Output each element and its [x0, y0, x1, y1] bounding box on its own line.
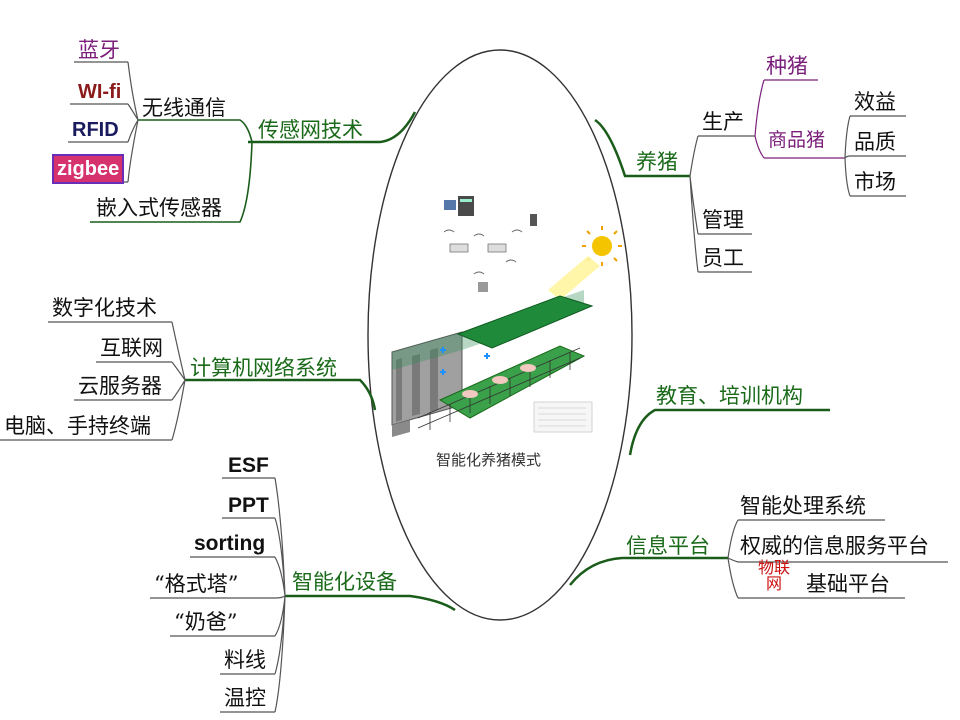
node-digital-tech: 数字化技术	[52, 296, 157, 320]
node-benefit: 效益	[854, 90, 896, 114]
barn-floor	[438, 345, 586, 419]
node-smart-system: 智能处理系统	[740, 494, 866, 518]
branch-education	[628, 408, 830, 456]
node-rfid: RFID	[72, 119, 119, 141]
node-gestalt: “格式塔”	[154, 572, 239, 596]
branch-pig	[594, 118, 690, 178]
monitor-icon	[444, 200, 456, 210]
node-temperature-control: 温控	[224, 686, 266, 710]
node-authority-platform: 权威的信息服务平台	[740, 534, 929, 558]
farm-illustration	[391, 196, 622, 437]
node-production: 生产	[702, 110, 744, 134]
sun-icon	[582, 226, 622, 266]
node-market: 市场	[854, 170, 896, 194]
sunlight-beam	[548, 256, 600, 300]
computer-bracket	[171, 321, 186, 441]
barn-roof-panel	[456, 295, 594, 349]
node-wifi: WI-fi	[78, 81, 122, 103]
branch-info	[569, 556, 728, 586]
router-icon	[449, 243, 469, 253]
wifi-waves-icon	[443, 229, 523, 275]
router-3g-icon	[487, 243, 507, 253]
node-computer-network: 计算机网络系统	[190, 356, 337, 380]
node-ppt: PPT	[228, 494, 269, 517]
node-cloud-server: 云服务器	[78, 374, 162, 398]
node-esf: ESF	[228, 454, 269, 477]
node-staff: 员工	[702, 246, 744, 270]
node-info-platform: 信息平台	[626, 534, 710, 558]
pig-icon	[462, 390, 478, 398]
barn-steps	[392, 420, 410, 437]
node-education: 教育、培训机构	[656, 384, 803, 408]
fan-icon	[440, 347, 490, 375]
node-intelligent-devices: 智能化设备	[292, 570, 397, 594]
node-sensor-network: 传感网技术	[258, 118, 363, 142]
phone-icon	[530, 214, 537, 226]
commercial-bracket	[844, 115, 851, 197]
node-nanny: “奶爸”	[174, 610, 238, 634]
branch-devices	[285, 594, 456, 612]
branch-sensor	[248, 111, 417, 144]
pig-icon	[520, 364, 536, 372]
node-management: 管理	[702, 208, 744, 232]
info-bracket	[727, 519, 739, 599]
node-base-platform: 基础平台	[806, 572, 890, 596]
node-terminal: 电脑、手持终端	[4, 414, 151, 438]
branch-wireless	[138, 119, 253, 143]
node-wireless: 无线通信	[142, 96, 226, 120]
node-quality: 品质	[854, 130, 896, 154]
production-bracket	[754, 79, 765, 159]
node-commercial-pig: 商品猪	[768, 129, 826, 151]
wireless-bracket	[127, 61, 139, 183]
node-pig-raising: 养猪	[636, 150, 678, 174]
branch-embedded	[90, 141, 253, 223]
node-embedded-sensor: 嵌入式传感器	[96, 196, 222, 220]
devices-bracket	[274, 477, 286, 713]
node-sorting: sorting	[194, 532, 266, 555]
sensor-node-icon	[478, 282, 488, 292]
node-bluetooth: 蓝牙	[78, 38, 120, 62]
node-internet: 互联网	[100, 336, 163, 360]
pig-bracket	[689, 135, 699, 273]
center-caption: 智能化养猪模式	[436, 451, 542, 469]
branch-computer	[185, 378, 377, 411]
node-feed-line: 料线	[224, 648, 266, 672]
illustration-legend	[533, 401, 593, 433]
pig-icon	[492, 376, 508, 384]
node-zigbee: zigbee	[52, 154, 125, 184]
node-breeding-pig: 种猪	[766, 54, 808, 78]
node-iot: 物联网	[757, 558, 790, 593]
